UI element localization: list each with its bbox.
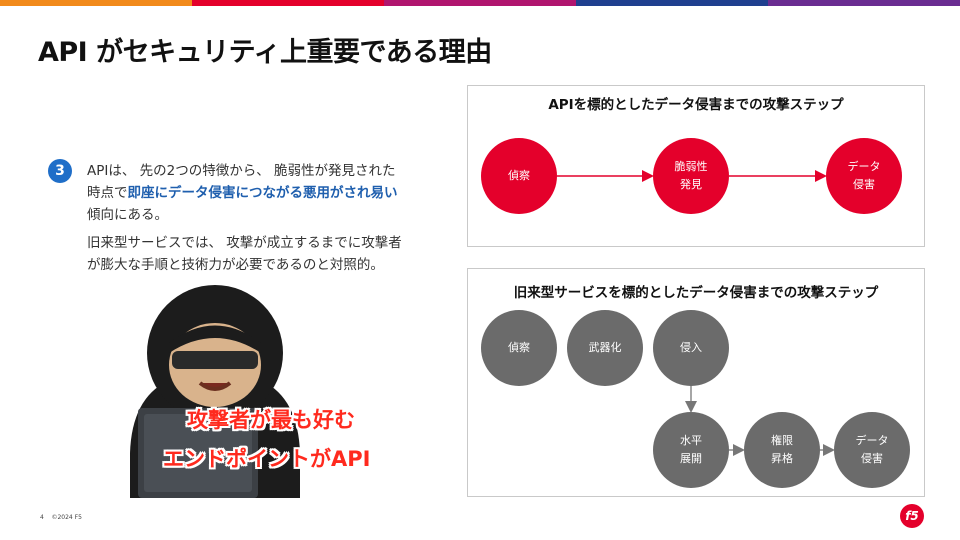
legacy-step-privilege: 権限 昇格 [744, 412, 820, 488]
footer: 4 ©2024 F5 [40, 514, 82, 521]
point-line-1: APIは、 先の2つの特徴から、 脆弱性が発見された [87, 163, 396, 179]
slide-title: API がセキュリティ上重要である理由 [38, 37, 492, 68]
api-flow-title: APIを標的としたデータ侵害までの攻撃ステップ [548, 97, 844, 113]
point-highlight: 即座にデータ侵害につながる悪用がされ易い [127, 185, 398, 201]
page-number: 4 [40, 514, 44, 521]
color-bar-segment [384, 0, 576, 6]
color-bar-segment [0, 0, 192, 6]
point-paragraph-2: 旧来型サービスでは、 攻撃が成立するまでに攻撃者 が膨大な手順と技術力が必要であ… [87, 232, 467, 276]
api-step-data-breach: データ 侵害 [826, 138, 902, 214]
api-step-recon: 偵察 [481, 138, 557, 214]
color-bar-segment [768, 0, 960, 6]
contrast-line-2: が膨大な手順と技術力が必要であるのと対照的。 [87, 257, 384, 273]
point-paragraph-1: APIは、 先の2つの特徴から、 脆弱性が発見された 時点で即座にデータ侵害につ… [87, 160, 467, 226]
f5-logo: f5 [900, 504, 924, 528]
legacy-flow-title: 旧来型サービスを標的としたデータ侵害までの攻撃ステップ [513, 285, 879, 301]
overlay-text-line-2: エンドポイントがAPI [163, 447, 371, 471]
color-bar-segment [192, 0, 384, 6]
contrast-line-1: 旧来型サービスでは、 攻撃が成立するまでに攻撃者 [87, 235, 402, 251]
legacy-step-recon: 偵察 [481, 310, 557, 386]
api-step-vuln-discovery: 脆弱性 発見 [653, 138, 729, 214]
point-line-3: 傾向にある。 [87, 207, 168, 223]
overlay-text-line-1: 攻撃者が最も好む [187, 408, 355, 432]
copyright: ©2024 F5 [51, 514, 82, 521]
hacker-illustration [130, 285, 300, 498]
header-color-bar [0, 0, 960, 6]
legacy-step-weaponize: 武器化 [567, 310, 643, 386]
legacy-step-intrusion: 侵入 [653, 310, 729, 386]
legacy-step-lateral: 水平 展開 [653, 412, 729, 488]
color-bar-segment [576, 0, 768, 6]
point-line-2-prefix: 時点で [87, 185, 128, 201]
legacy-step-data-breach: データ 侵害 [834, 412, 910, 488]
point-number-badge: 3 [48, 159, 72, 183]
